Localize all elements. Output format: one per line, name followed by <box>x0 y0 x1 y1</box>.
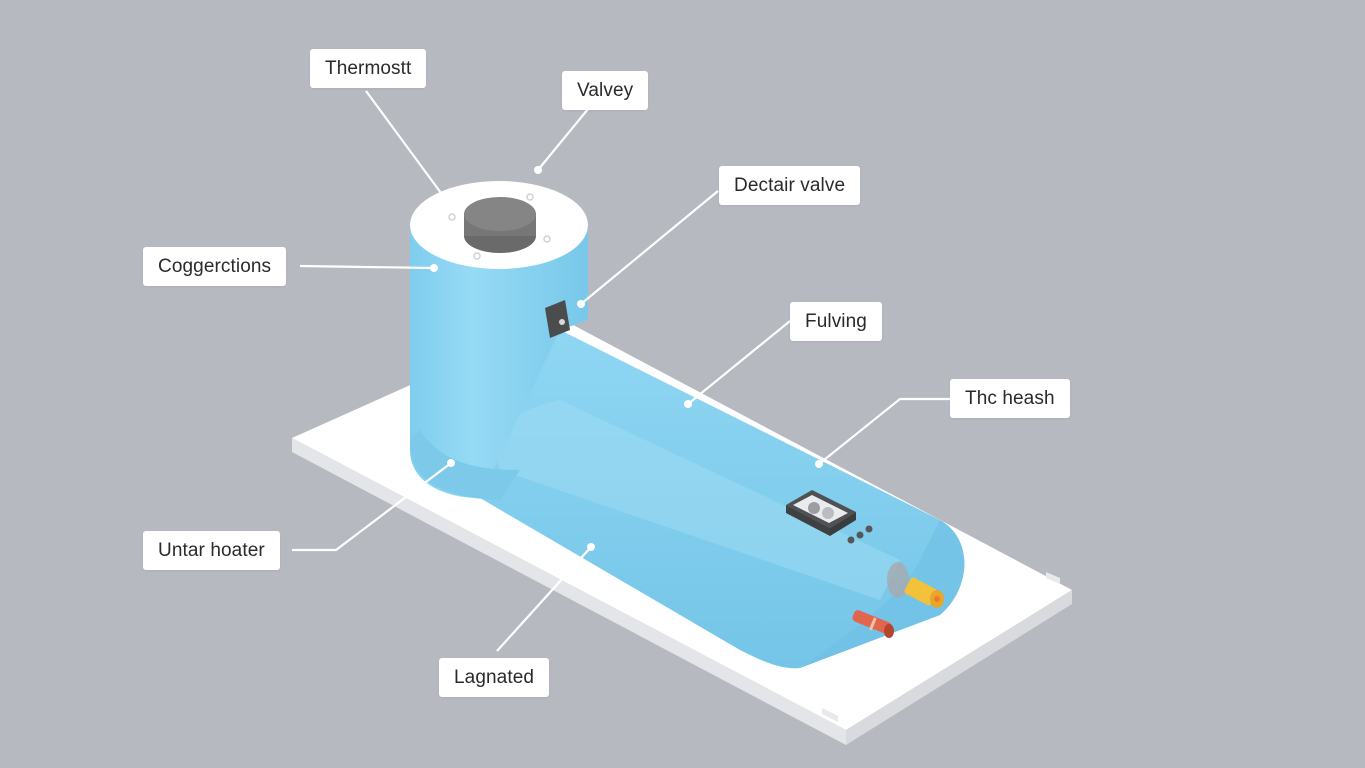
label-fuel-line: Fulving <box>790 302 882 341</box>
leader-thermostat <box>365 90 442 194</box>
leader-fuelving <box>687 320 791 405</box>
leader-drain-valve <box>580 190 719 305</box>
cold-water-inlet <box>852 610 894 638</box>
leader-water-heater <box>292 462 452 552</box>
drain-valve-box <box>545 300 570 338</box>
leader-heat <box>818 397 950 465</box>
leader-lines <box>292 90 950 652</box>
hot-water-outlet <box>887 562 944 608</box>
vertical-cylinder <box>410 181 588 500</box>
label-heat-exchanger: Thc heash <box>950 379 1070 418</box>
control-panel <box>786 490 873 544</box>
label-valve-top: Valvey <box>562 71 649 110</box>
label-drain-valve: Dectair valve <box>719 166 861 205</box>
leader-connections <box>299 264 435 270</box>
label-thermostat: Thermostt <box>310 49 427 88</box>
leader-insulated <box>496 546 592 652</box>
horizontal-tank <box>455 330 965 669</box>
label-insulated: Lagnated <box>439 658 550 697</box>
label-connections: Coggerctions <box>143 247 287 286</box>
leader-valvey <box>537 108 589 171</box>
thermostat-knob <box>464 197 536 253</box>
label-water-heater: Untar hoater <box>143 531 280 570</box>
leader-dots <box>430 166 823 551</box>
